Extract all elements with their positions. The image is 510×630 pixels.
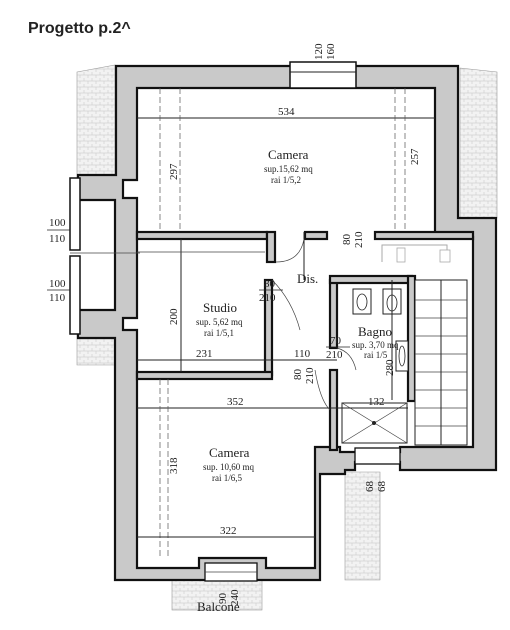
dim-bagno-280: 280 — [384, 359, 396, 376]
dim-left-window-1-top: 100 — [49, 217, 66, 229]
dimension-lines — [137, 88, 435, 558]
dim-left-window-2-top: 100 — [49, 278, 66, 290]
dim-balcone-door-240: 240 — [229, 589, 241, 606]
dim-camera-top-depth-right: 257 — [409, 148, 421, 165]
dim-bagno-door-70: 70 — [330, 335, 342, 347]
dim-studio-door-210: 210 — [259, 292, 276, 304]
dim-top-window-160: 160 — [325, 43, 337, 60]
wall-camera-top-left — [135, 230, 269, 241]
page-title: Progetto p.2^ — [28, 20, 131, 37]
wall-studio-bottom — [135, 370, 274, 381]
room-balcone-name: Balcone — [197, 599, 240, 614]
dim-bagno-window-68b: 68 — [376, 481, 388, 493]
wall-bathroom-top — [328, 274, 414, 285]
dim-studio-width: 231 — [196, 348, 213, 360]
dim-camera-top-door-210: 210 — [353, 231, 365, 248]
room-bagno-area: sup. 3,70 mq — [352, 340, 399, 350]
dim-bagno-door-210: 210 — [326, 349, 343, 361]
room-labels: Camera sup.15,62 mq rai 1/5,2 Dis. Studi… — [196, 147, 399, 614]
dim-camera-bottom-width-bottom: 322 — [220, 525, 237, 537]
dim-top-window-120: 120 — [313, 43, 325, 60]
dim-left-window-2-bottom: 110 — [49, 292, 66, 304]
dim-bagno-132: 132 — [368, 396, 385, 408]
dim-studio-door-80: 80 — [264, 278, 276, 290]
roof-bottom-right — [344, 471, 381, 581]
wall-stair-top — [373, 230, 475, 241]
wall-camera-bottom-right — [328, 368, 339, 452]
left-window-2 — [69, 255, 81, 335]
roof-left — [76, 64, 116, 179]
roof-right — [459, 67, 498, 219]
dim-camera-bottom-door-210: 210 — [304, 367, 316, 384]
room-camera-bottom-name: Camera — [209, 445, 250, 460]
room-studio-area: sup. 5,62 mq — [196, 317, 243, 327]
dim-left-window-1-bottom: 110 — [49, 233, 66, 245]
dim-bagno-window-68a: 68 — [364, 481, 376, 493]
dim-dis-110: 110 — [294, 348, 311, 360]
room-camera-top-area: sup.15,62 mq — [264, 164, 313, 174]
room-camera-bottom-ratio: rai 1/6,5 — [212, 473, 242, 483]
door-swings — [271, 238, 357, 411]
dim-camera-top-door-80: 80 — [341, 234, 353, 246]
top-window — [289, 61, 357, 89]
dim-studio-depth: 200 — [168, 308, 180, 325]
bathroom-fixtures — [341, 288, 409, 444]
wall-bathroom-right — [406, 274, 417, 403]
room-studio-name: Studio — [203, 300, 237, 315]
roof-left-lower — [76, 334, 116, 366]
room-studio-ratio: rai 1/5,1 — [204, 328, 234, 338]
room-camera-top-name: Camera — [268, 147, 309, 162]
dim-balcone-door-90: 90 — [217, 593, 229, 605]
room-bagno-ratio: rai 1/5 — [364, 350, 388, 360]
staircase — [381, 244, 468, 446]
room-dis-name: Dis. — [297, 271, 318, 286]
dimension-labels: 120 160 100 110 100 110 534 297 257 80 2… — [47, 43, 421, 606]
room-camera-bottom-area: sup. 10,60 mq — [203, 462, 255, 472]
dim-camera-bottom-width-top: 352 — [227, 396, 244, 408]
room-camera-top-ratio: rai 1/5,2 — [271, 175, 301, 185]
room-bagno-name: Bagno — [358, 324, 392, 339]
dim-camera-bottom-door-80: 80 — [292, 369, 304, 381]
dim-camera-bottom-depth: 318 — [168, 457, 180, 474]
bathroom-window — [354, 447, 401, 465]
dim-camera-top-depth-left: 297 — [168, 163, 180, 180]
left-window-1 — [69, 177, 81, 251]
wall-camera-top-door-jamb — [265, 230, 277, 264]
balcony-floor — [171, 579, 263, 611]
wall-camera-top-right — [303, 230, 329, 241]
dim-camera-top-width: 534 — [278, 106, 295, 118]
